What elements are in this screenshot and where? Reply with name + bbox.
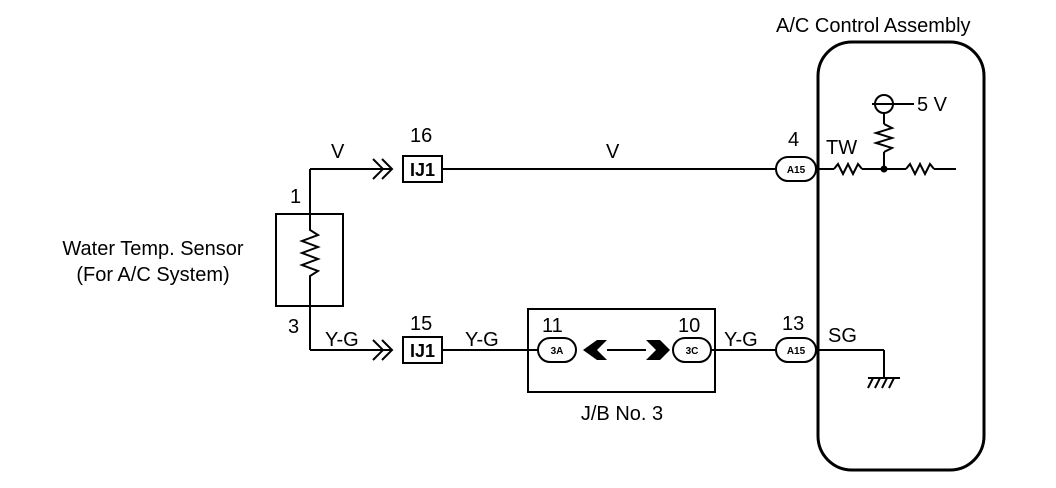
- ij1-lower-pin: 15: [410, 313, 432, 335]
- sensor-pin-top: 1: [290, 186, 301, 208]
- lower-right-wire-color: Y-G: [724, 329, 758, 351]
- ground-icon: [867, 377, 900, 389]
- ij1-lower-chevron-icon: [372, 339, 385, 361]
- terminal-tw-label: TW: [826, 137, 857, 159]
- upper-left-wire-color: V: [331, 141, 345, 163]
- sensor-label-line1: Water Temp. Sensor: [62, 238, 244, 260]
- a15-upper-label: A15: [787, 165, 806, 176]
- jb-3a-label: 3A: [551, 346, 564, 357]
- sensor-resistor-icon: [299, 214, 321, 306]
- junction-block-label: J/B No. 3: [581, 403, 663, 425]
- sensor-label-line2: (For A/C System): [76, 264, 229, 286]
- lower-left-wire-color: Y-G: [325, 329, 359, 351]
- sensor-pin-bottom: 3: [288, 316, 299, 338]
- control-assembly-box: [816, 40, 986, 472]
- ij1-lower-label: IJ1: [410, 341, 435, 361]
- jb-3a-pin: 11: [542, 315, 563, 337]
- jb-3c-arrow-icon: [646, 340, 670, 360]
- jb-3c-pin: 10: [678, 315, 700, 337]
- terminal-sg-label: SG: [828, 325, 857, 347]
- a15-upper-pin: 4: [788, 129, 799, 151]
- upper-mid-wire-color: V: [606, 141, 620, 163]
- jb-3c-label: 3C: [686, 346, 699, 357]
- tw-resistor-icon: [833, 161, 863, 177]
- ij1-upper-label: IJ1: [410, 160, 435, 180]
- ij1-upper-pin: 16: [410, 125, 432, 147]
- ij1-upper-connector: [402, 155, 443, 183]
- jb-3a-connector: [537, 337, 577, 363]
- a15-lower-label: A15: [787, 346, 806, 357]
- supply-voltage-label: 5 V: [917, 94, 948, 116]
- jb-3a-arrow-icon: [583, 340, 607, 360]
- control-assembly-title: A/C Control Assembly: [776, 15, 971, 37]
- lower-mid-wire-color: Y-G: [465, 329, 499, 351]
- pullup-resistor-icon: [872, 123, 896, 153]
- ij1-lower-chevron-icon-2: [381, 339, 394, 361]
- a15-lower-pin: 13: [782, 313, 804, 335]
- internal-resistor-icon: [905, 161, 935, 177]
